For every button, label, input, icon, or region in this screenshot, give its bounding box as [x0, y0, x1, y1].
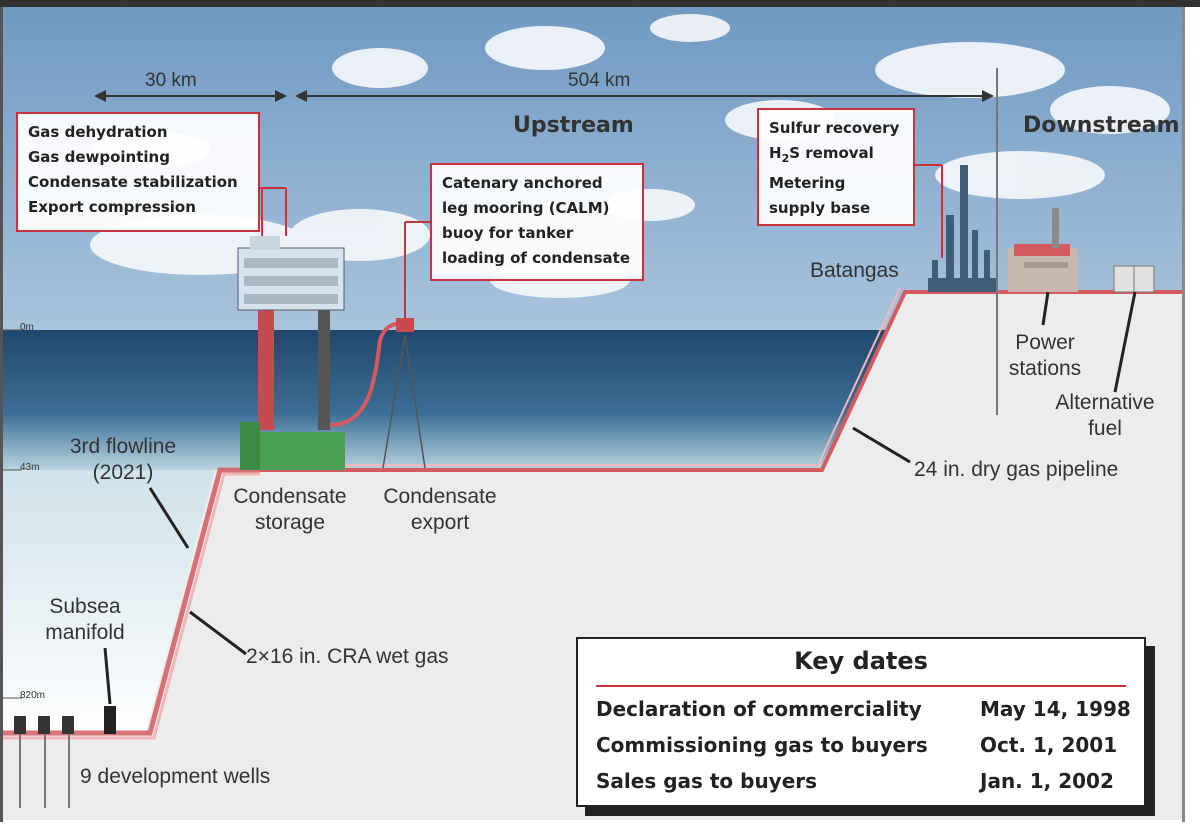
platform-process-line: Gas dehydration [28, 123, 168, 141]
onshore-process-box: Sulfur recovery H2S removal Metering sup… [757, 108, 915, 226]
label-line: 3rd flowline [69, 435, 177, 458]
platform-process-box: Gas dehydration Gas dewpointing Condensa… [16, 112, 260, 232]
alternative-fuel-label: Alternative fuel [1040, 390, 1170, 442]
condensate-storage-label: Condensate storage [220, 484, 360, 536]
label-line: Alternative [1055, 391, 1155, 414]
label-line: Condensate [233, 485, 347, 508]
production-platform [237, 188, 345, 430]
calm-buoy-line: Catenary anchored [442, 174, 603, 192]
key-date-row: Sales gas to buyers Jan. 1, 2002 [596, 769, 1132, 803]
label-line: stations [1008, 357, 1082, 380]
condensate-storage-tank [245, 432, 345, 470]
key-date-row: Declaration of commerciality May 14, 199… [596, 697, 1132, 731]
calm-buoy-line: buoy for tanker [442, 224, 574, 242]
calm-buoy-box: Catenary anchored leg mooring (CALM) buo… [430, 163, 644, 281]
h2s-subscript: 2 [781, 152, 790, 165]
top-border [0, 0, 1200, 7]
depth-mark-surface: 0m [20, 322, 34, 333]
onshore-process-line: Metering [769, 174, 846, 192]
key-dates-title: Key dates [794, 647, 928, 675]
onshore-process-line: supply base [769, 199, 871, 217]
subsea-manifold [104, 706, 116, 734]
batangas-label: Batangas [810, 259, 899, 282]
calm-buoy-line: leg mooring (CALM) [442, 199, 610, 217]
refinery [928, 165, 998, 292]
key-date-row: Commissioning gas to buyers Oct. 1, 2001 [596, 733, 1132, 767]
distance-30km: 30 km [145, 70, 197, 91]
label-line: storage [254, 511, 326, 534]
h2s-h: H [769, 144, 782, 162]
key-date-event: Commissioning gas to buyers [596, 733, 928, 757]
third-flowline-label: 3rd flowline (2021) [60, 434, 186, 486]
downstream-heading: Downstream [1023, 113, 1180, 138]
power-stations-label: Power stations [1000, 330, 1090, 382]
key-date-value: May 14, 1998 [980, 697, 1131, 721]
distance-arrows [94, 90, 994, 102]
deep-water [0, 470, 215, 735]
onshore-process-line: Sulfur recovery [769, 119, 900, 137]
onshore-process-line: H2S removal [769, 141, 903, 171]
label-line: Subsea [49, 595, 121, 618]
label-line: fuel [1088, 417, 1122, 440]
key-date-value: Jan. 1, 2002 [980, 769, 1114, 793]
depth-mark-deep: 820m [20, 690, 46, 701]
leader-lines [103, 291, 1137, 705]
key-dates-box: Key dates Declaration of commerciality M… [576, 637, 1146, 807]
label-line: manifold [45, 621, 125, 644]
calm-buoy-line: loading of condensate [442, 249, 630, 267]
platform-process-line: Export compression [28, 198, 196, 216]
alternative-fuel-plant [1113, 265, 1155, 293]
key-date-event: Declaration of commerciality [596, 697, 922, 721]
sea [0, 330, 900, 470]
onshore-land [887, 292, 1185, 330]
dry-gas-pipeline-label: 24 in. dry gas pipeline [914, 458, 1119, 481]
platform-process-line: Gas dewpointing [28, 148, 170, 166]
key-dates-rule [596, 685, 1126, 687]
label-line: Condensate [383, 485, 497, 508]
label-line: export [410, 511, 470, 534]
development-wells [19, 734, 70, 808]
depth-mark-shelf: 43m [20, 462, 40, 473]
h2s-rest: S removal [789, 144, 874, 162]
distance-504km: 504 km [568, 70, 631, 91]
upstream-heading: Upstream [513, 113, 634, 138]
subsea-manifold-label: Subsea manifold [30, 594, 140, 646]
power-station [1008, 208, 1078, 292]
wet-gas-label: 2×16 in. CRA wet gas [246, 645, 449, 668]
label-line: (2021) [92, 461, 154, 484]
development-wells-label: 9 development wells [80, 765, 271, 788]
key-date-event: Sales gas to buyers [596, 769, 818, 793]
label-line: Power [1015, 331, 1075, 354]
wellheads [14, 716, 74, 734]
condensate-export-label: Condensate export [370, 484, 510, 536]
calm-buoy [396, 318, 414, 332]
platform-process-line: Condensate stabilization [28, 173, 238, 191]
key-date-value: Oct. 1, 2001 [980, 733, 1118, 757]
